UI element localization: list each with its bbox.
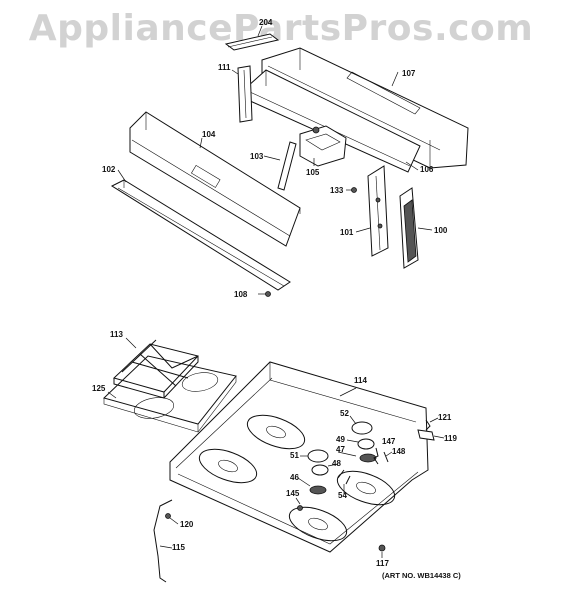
label-49: 49: [336, 435, 345, 444]
label-52: 52: [340, 409, 349, 418]
part-102-bottom-trim[interactable]: [110, 179, 291, 291]
label-120: 120: [180, 520, 194, 529]
watermark-logo: AppliancePartsPros.com: [28, 8, 534, 49]
part-147-spring[interactable]: [373, 447, 379, 465]
label-133: 133: [330, 186, 344, 195]
part-119-hinge[interactable]: [417, 429, 435, 441]
label-125: 125: [92, 384, 106, 393]
label-113: 113: [110, 330, 123, 339]
label-102: 102: [102, 165, 116, 174]
part-48-burner-head[interactable]: [311, 464, 329, 476]
part-52-burner-cap[interactable]: [351, 421, 373, 435]
art-number: (ART NO. WB14438 C): [382, 571, 461, 580]
part-46-burner-base[interactable]: [309, 485, 327, 495]
leader-lines: [107, 25, 445, 558]
label-54: 54: [338, 491, 347, 500]
label-145: 145: [286, 489, 300, 498]
part-105-control-module[interactable]: [299, 125, 347, 167]
grate-assembly: [103, 339, 237, 433]
label-148: 148: [392, 447, 406, 456]
label-105: 105: [306, 168, 320, 177]
label-108: 108: [234, 290, 248, 299]
label-51: 51: [290, 451, 299, 460]
label-114: 114: [354, 376, 367, 385]
part-148-clip[interactable]: [383, 451, 389, 463]
part-labels: 204 111 107 104 103 105 106 102 133 101 …: [92, 18, 461, 580]
cooktop-assembly: [153, 361, 435, 583]
label-46: 46: [290, 473, 299, 482]
label-119: 119: [444, 434, 457, 443]
part-115-support-rod[interactable]: [153, 499, 173, 583]
label-106: 106: [420, 165, 434, 174]
part-117-foot[interactable]: [378, 544, 386, 552]
front-panel-assembly: [110, 111, 301, 297]
label-48: 48: [332, 459, 341, 468]
label-103: 103: [250, 152, 264, 161]
part-108-screw[interactable]: [265, 291, 271, 297]
part-49-burner-head[interactable]: [357, 438, 375, 450]
label-47: 47: [336, 445, 345, 454]
part-133-screw[interactable]: [351, 187, 357, 193]
part-204-top-trim[interactable]: [224, 33, 280, 51]
label-204: 204: [259, 18, 273, 27]
part-103-support-bar[interactable]: [277, 141, 297, 191]
label-115: 115: [172, 543, 185, 552]
label-107: 107: [402, 69, 416, 78]
part-47-burner-base[interactable]: [359, 453, 377, 463]
label-101: 101: [340, 228, 354, 237]
part-120-screw[interactable]: [165, 513, 171, 519]
label-117: 117: [376, 559, 389, 568]
label-100: 100: [434, 226, 448, 235]
backsplash-assembly: [224, 33, 469, 269]
part-121-pin[interactable]: [425, 419, 431, 431]
part-54-ignitor[interactable]: [337, 469, 351, 485]
part-104-front-panel[interactable]: [129, 111, 301, 247]
part-51-burner-cap[interactable]: [307, 449, 329, 463]
label-111: 111: [218, 63, 231, 72]
part-145-screw[interactable]: [297, 505, 303, 511]
label-147: 147: [382, 437, 396, 446]
label-121: 121: [438, 413, 452, 422]
part-114-cooktop[interactable]: [169, 361, 429, 553]
label-104: 104: [202, 130, 216, 139]
